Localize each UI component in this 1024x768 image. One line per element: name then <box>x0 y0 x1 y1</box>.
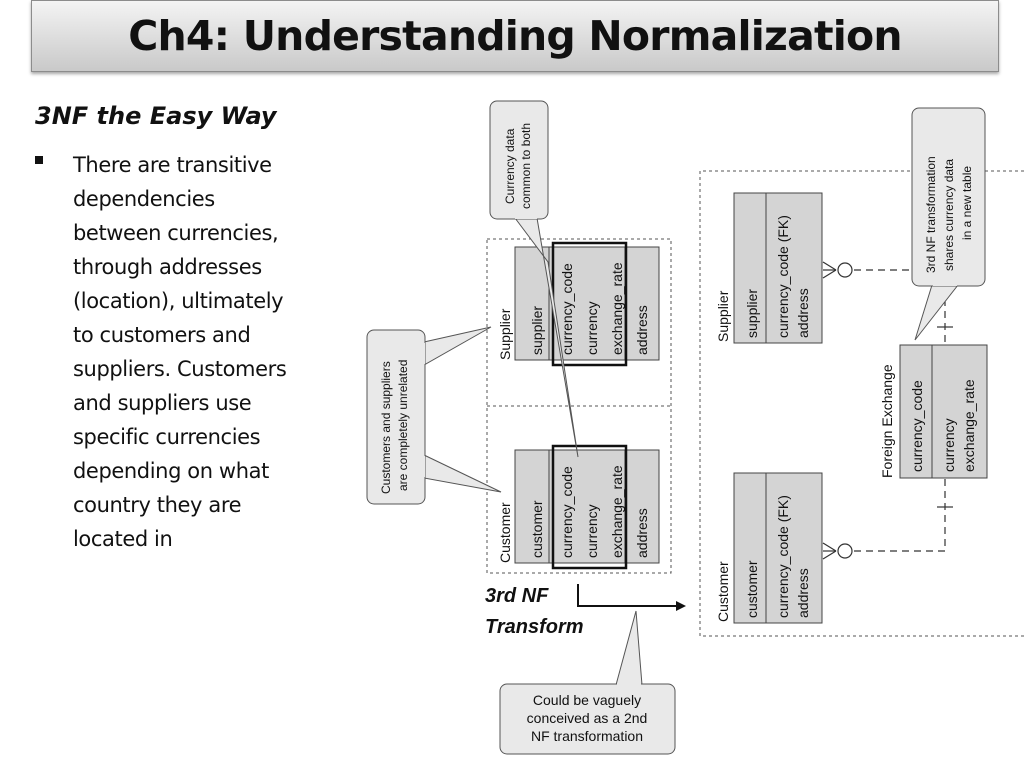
slide-title: Ch4: Understanding Normalization <box>128 12 902 60</box>
field: address <box>634 305 650 355</box>
field: currency_code (FK) <box>775 215 791 338</box>
title-bar: Ch4: Understanding Normalization <box>31 0 999 72</box>
callout-line: Customers and suppliers <box>379 361 393 494</box>
field: currency_code <box>559 263 575 355</box>
bullet-list: There are transitive dependencies betwee… <box>35 148 310 556</box>
field: exchange_rate <box>961 379 977 472</box>
left-supplier-entity: Supplier supplier currency_code currency… <box>497 241 660 367</box>
field: address <box>634 508 650 558</box>
right-supplier-entity: Supplier supplier currency_code (FK) add… <box>715 192 823 344</box>
callout-line: NF transformation <box>531 728 643 744</box>
highlight-box <box>551 444 628 570</box>
bullet-item: There are transitive dependencies betwee… <box>35 148 310 556</box>
field: exchange_rate <box>609 465 625 558</box>
entity-label: Customer <box>497 502 513 563</box>
before-container <box>486 238 672 574</box>
left-customer-entity: Customer customer currency_code currency… <box>497 444 660 570</box>
entity-label: Foreign Exchange <box>879 364 895 478</box>
callout-line: Could be vaguely <box>533 692 641 708</box>
field: currency <box>584 504 600 558</box>
transform-line: 3rd NF <box>485 585 549 607</box>
callout-unrelated: Customers and suppliers are completely u… <box>366 326 502 505</box>
field: currency_code <box>909 380 925 472</box>
field: address <box>795 288 811 338</box>
field: exchange_rate <box>609 262 625 355</box>
callout-line: are completely unrelated <box>396 360 410 491</box>
callout-line: in a new table <box>960 166 974 240</box>
callout-vaguely: Could be vaguely conceived as a 2nd NF t… <box>499 610 676 755</box>
slide-subtitle: 3NF the Easy Way <box>35 102 277 130</box>
field: currency_code (FK) <box>775 495 791 618</box>
callout-line: Currency data <box>503 128 517 204</box>
after-container <box>699 170 1024 637</box>
entity-label: Customer <box>715 561 731 622</box>
field: customer <box>744 560 760 618</box>
field: supplier <box>744 289 760 338</box>
transform-arrow <box>577 584 686 611</box>
field: currency <box>584 301 600 355</box>
field: customer <box>529 500 545 558</box>
entity-label: Supplier <box>715 290 731 342</box>
callout-line: common to both <box>519 123 533 209</box>
callout-line: shares currency data <box>942 159 956 271</box>
callout-line: 3rd NF transformation <box>924 156 938 273</box>
transform-line: Transform <box>485 616 584 638</box>
foreign-exchange-entity: Foreign Exchange currency_code currency … <box>879 344 988 479</box>
square-bullet-icon <box>35 156 43 164</box>
right-customer-entity: Customer customer currency_code (FK) add… <box>715 472 823 624</box>
callout-line: conceived as a 2nd <box>527 710 648 726</box>
field: currency <box>941 418 957 472</box>
field: currency_code <box>559 466 575 558</box>
callout-currency-common: Currency data common to both <box>489 100 579 458</box>
bullet-text: There are transitive dependencies betwee… <box>73 153 287 551</box>
callout-shares-currency: 3rd NF transformation shares currency da… <box>911 107 986 341</box>
entity-label: Supplier <box>497 308 513 360</box>
field: supplier <box>529 306 545 355</box>
field: address <box>795 568 811 618</box>
relationship-customer-fx <box>822 478 953 560</box>
transform-label: 3rd NF Transform <box>485 585 584 638</box>
